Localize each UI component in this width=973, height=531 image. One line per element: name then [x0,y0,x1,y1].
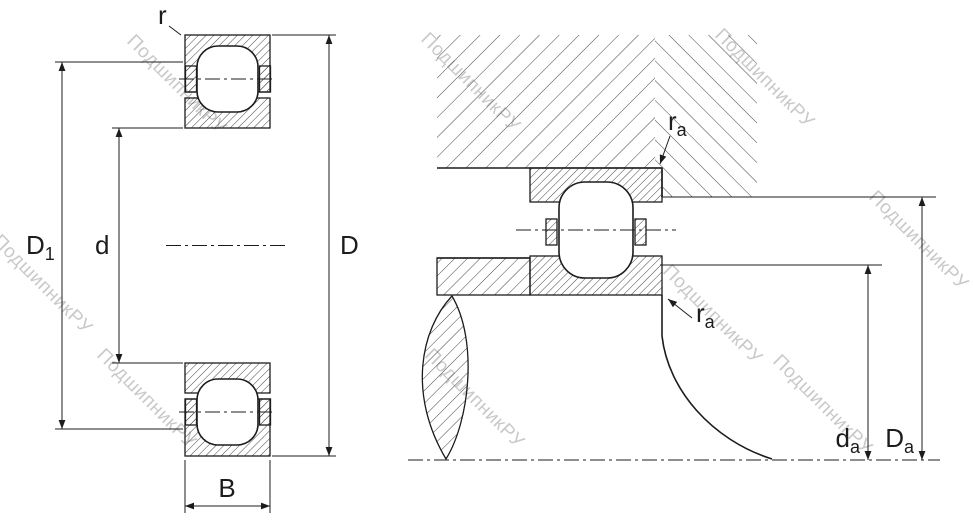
dimension-D: D [272,34,359,457]
housing-section-right [655,35,757,197]
D1-label: D1 [26,230,55,264]
r-leader-line [168,25,182,36]
dimension-ra-top: ra [659,106,688,165]
B-label: B [218,473,235,503]
right-view-mounting [408,35,940,461]
ra-top-leader [659,135,671,165]
dimension-D1: D1 [26,61,183,430]
dimension-Da: Da [885,197,926,460]
dimension-r: r [158,0,182,36]
D-label: D [340,230,359,260]
shaft-break-section [421,294,469,461]
Da-label: Da [885,423,915,457]
cage-section-right [634,218,647,246]
watermark-text: ПодшипникРУ [768,351,876,459]
watermark-text: ПодшипникРУ [864,187,972,295]
ra-top-label: ra [668,106,688,140]
left-view-cross-section [166,34,289,457]
dimension-ra-bottom: ra [667,298,716,332]
dimension-da: da [836,265,872,460]
shaft-shoulder-section [436,257,531,296]
da-label: da [836,423,861,457]
dimension-B: B [184,460,271,513]
dimension-d: d [95,127,183,364]
watermark-text: ПодшипникРУ [92,345,200,453]
ra-bottom-leader [667,298,693,319]
shaft-profile-curve [661,335,773,460]
ra-bottom-label: ra [696,298,716,332]
r-label: r [158,0,167,30]
housing-section-left [437,35,655,168]
cage-section-left [545,218,558,246]
d-label: d [95,230,109,260]
